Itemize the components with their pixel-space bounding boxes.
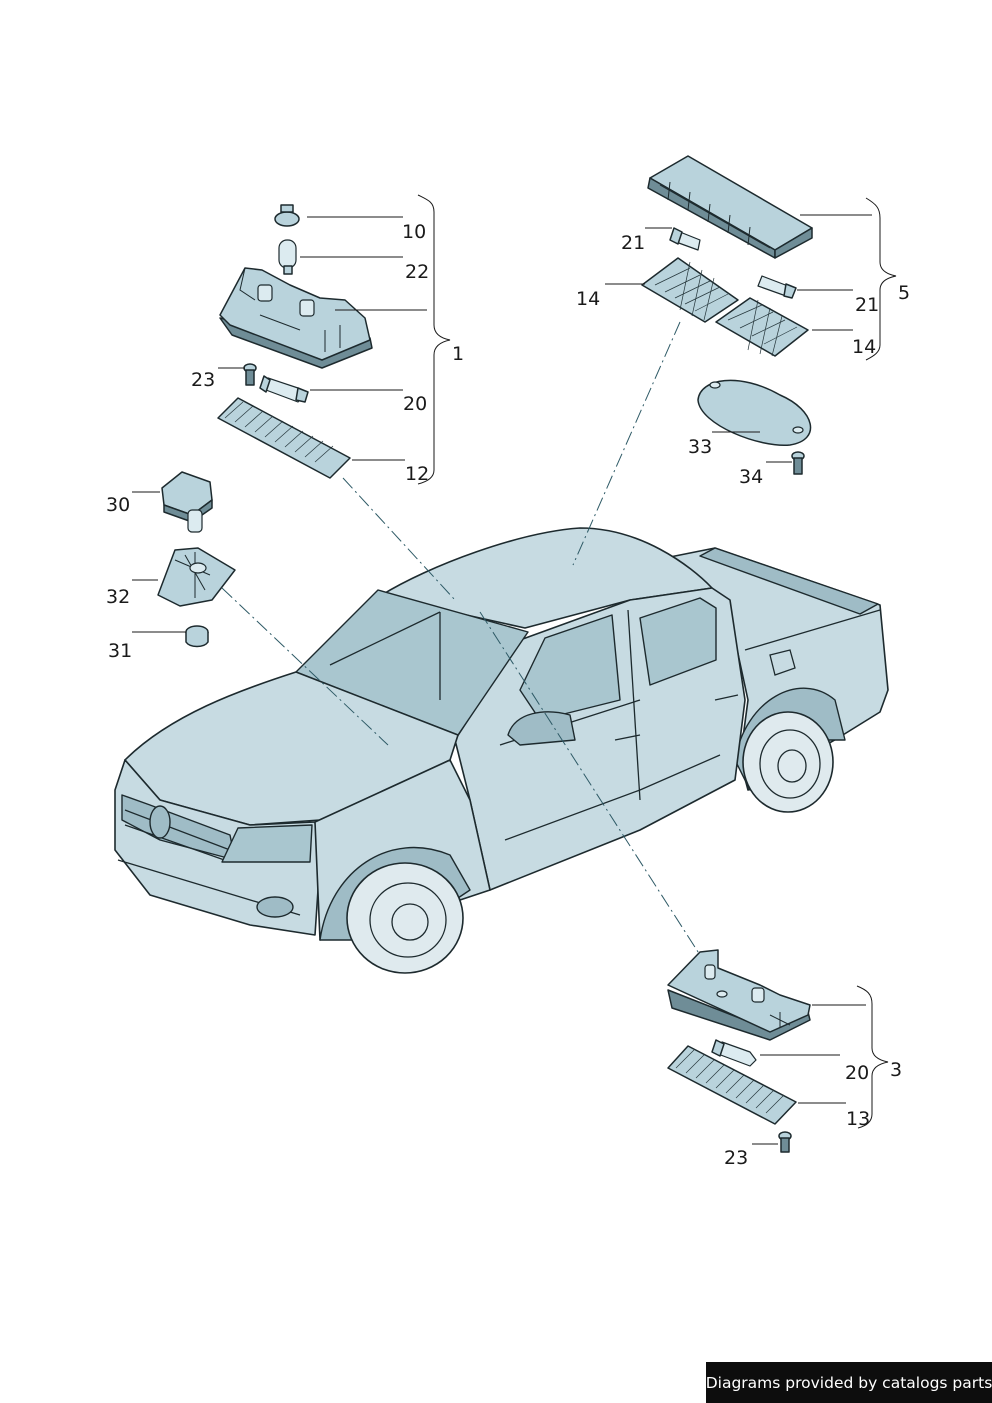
lamp-housing [219, 267, 373, 369]
callout-1: 1 [452, 343, 464, 365]
lamp-socket-cover-icon [157, 547, 236, 607]
lamp-cover [697, 379, 812, 446]
festoon-bulb-icon [278, 239, 297, 275]
rear-wheel [742, 711, 834, 813]
lamp-housing [647, 155, 813, 259]
callout-23: 23 [191, 369, 215, 391]
callout-10: 10 [402, 221, 426, 243]
lamp-lens [217, 397, 351, 479]
callout-5: 5 [898, 282, 910, 304]
reference-lines [221, 321, 701, 956]
callout-13: 13 [846, 1108, 870, 1130]
rubber-grommet-icon [185, 625, 209, 648]
callout-14: 14 [852, 336, 876, 358]
callout-31: 31 [108, 640, 132, 662]
clip-icon [274, 204, 300, 227]
group-braces [417, 194, 897, 1129]
vw-emblem [149, 805, 171, 839]
callout-21: 21 [855, 294, 879, 316]
pickup-truck-illustration [114, 527, 889, 974]
cabin-roof [379, 527, 713, 629]
rear-light-components [157, 471, 236, 648]
callout-20: 20 [403, 393, 427, 415]
callout-23: 23 [724, 1147, 748, 1169]
callout-labels: 10 22 1 23 20 12 30 32 31 21 14 5 21 14 … [106, 221, 910, 1169]
festoon-bulb-icon [669, 227, 701, 251]
callout-32: 32 [106, 586, 130, 608]
callout-34: 34 [739, 466, 763, 488]
credit-banner: Diagrams provided by catalogs parts [706, 1362, 992, 1403]
festoon-bulb-icon [711, 1039, 757, 1067]
lamp-lens [715, 297, 809, 357]
front-interior-light-assembly [217, 204, 373, 479]
lamp-lens [641, 257, 739, 323]
screw-icon [243, 363, 257, 386]
callout-22: 22 [405, 261, 429, 283]
lamp-housing [667, 949, 811, 1041]
headlamp [221, 824, 313, 863]
callout-33: 33 [688, 436, 712, 458]
festoon-bulb-icon [757, 275, 797, 299]
callout-21: 21 [621, 232, 645, 254]
rear-interior-light-assembly [641, 155, 813, 475]
callout-3: 3 [890, 1059, 902, 1081]
front-wheel [346, 862, 464, 974]
leader-lines [132, 214, 872, 1145]
screw-icon [791, 451, 805, 475]
switch-connector-icon [161, 471, 213, 533]
lamp-lens [667, 1045, 797, 1125]
cargo-light-assembly [667, 949, 811, 1153]
callout-14: 14 [576, 288, 600, 310]
callout-12: 12 [405, 463, 429, 485]
screw-icon [778, 1131, 792, 1153]
festoon-bulb-icon [259, 375, 309, 403]
callout-20: 20 [845, 1062, 869, 1084]
callout-30: 30 [106, 494, 130, 516]
